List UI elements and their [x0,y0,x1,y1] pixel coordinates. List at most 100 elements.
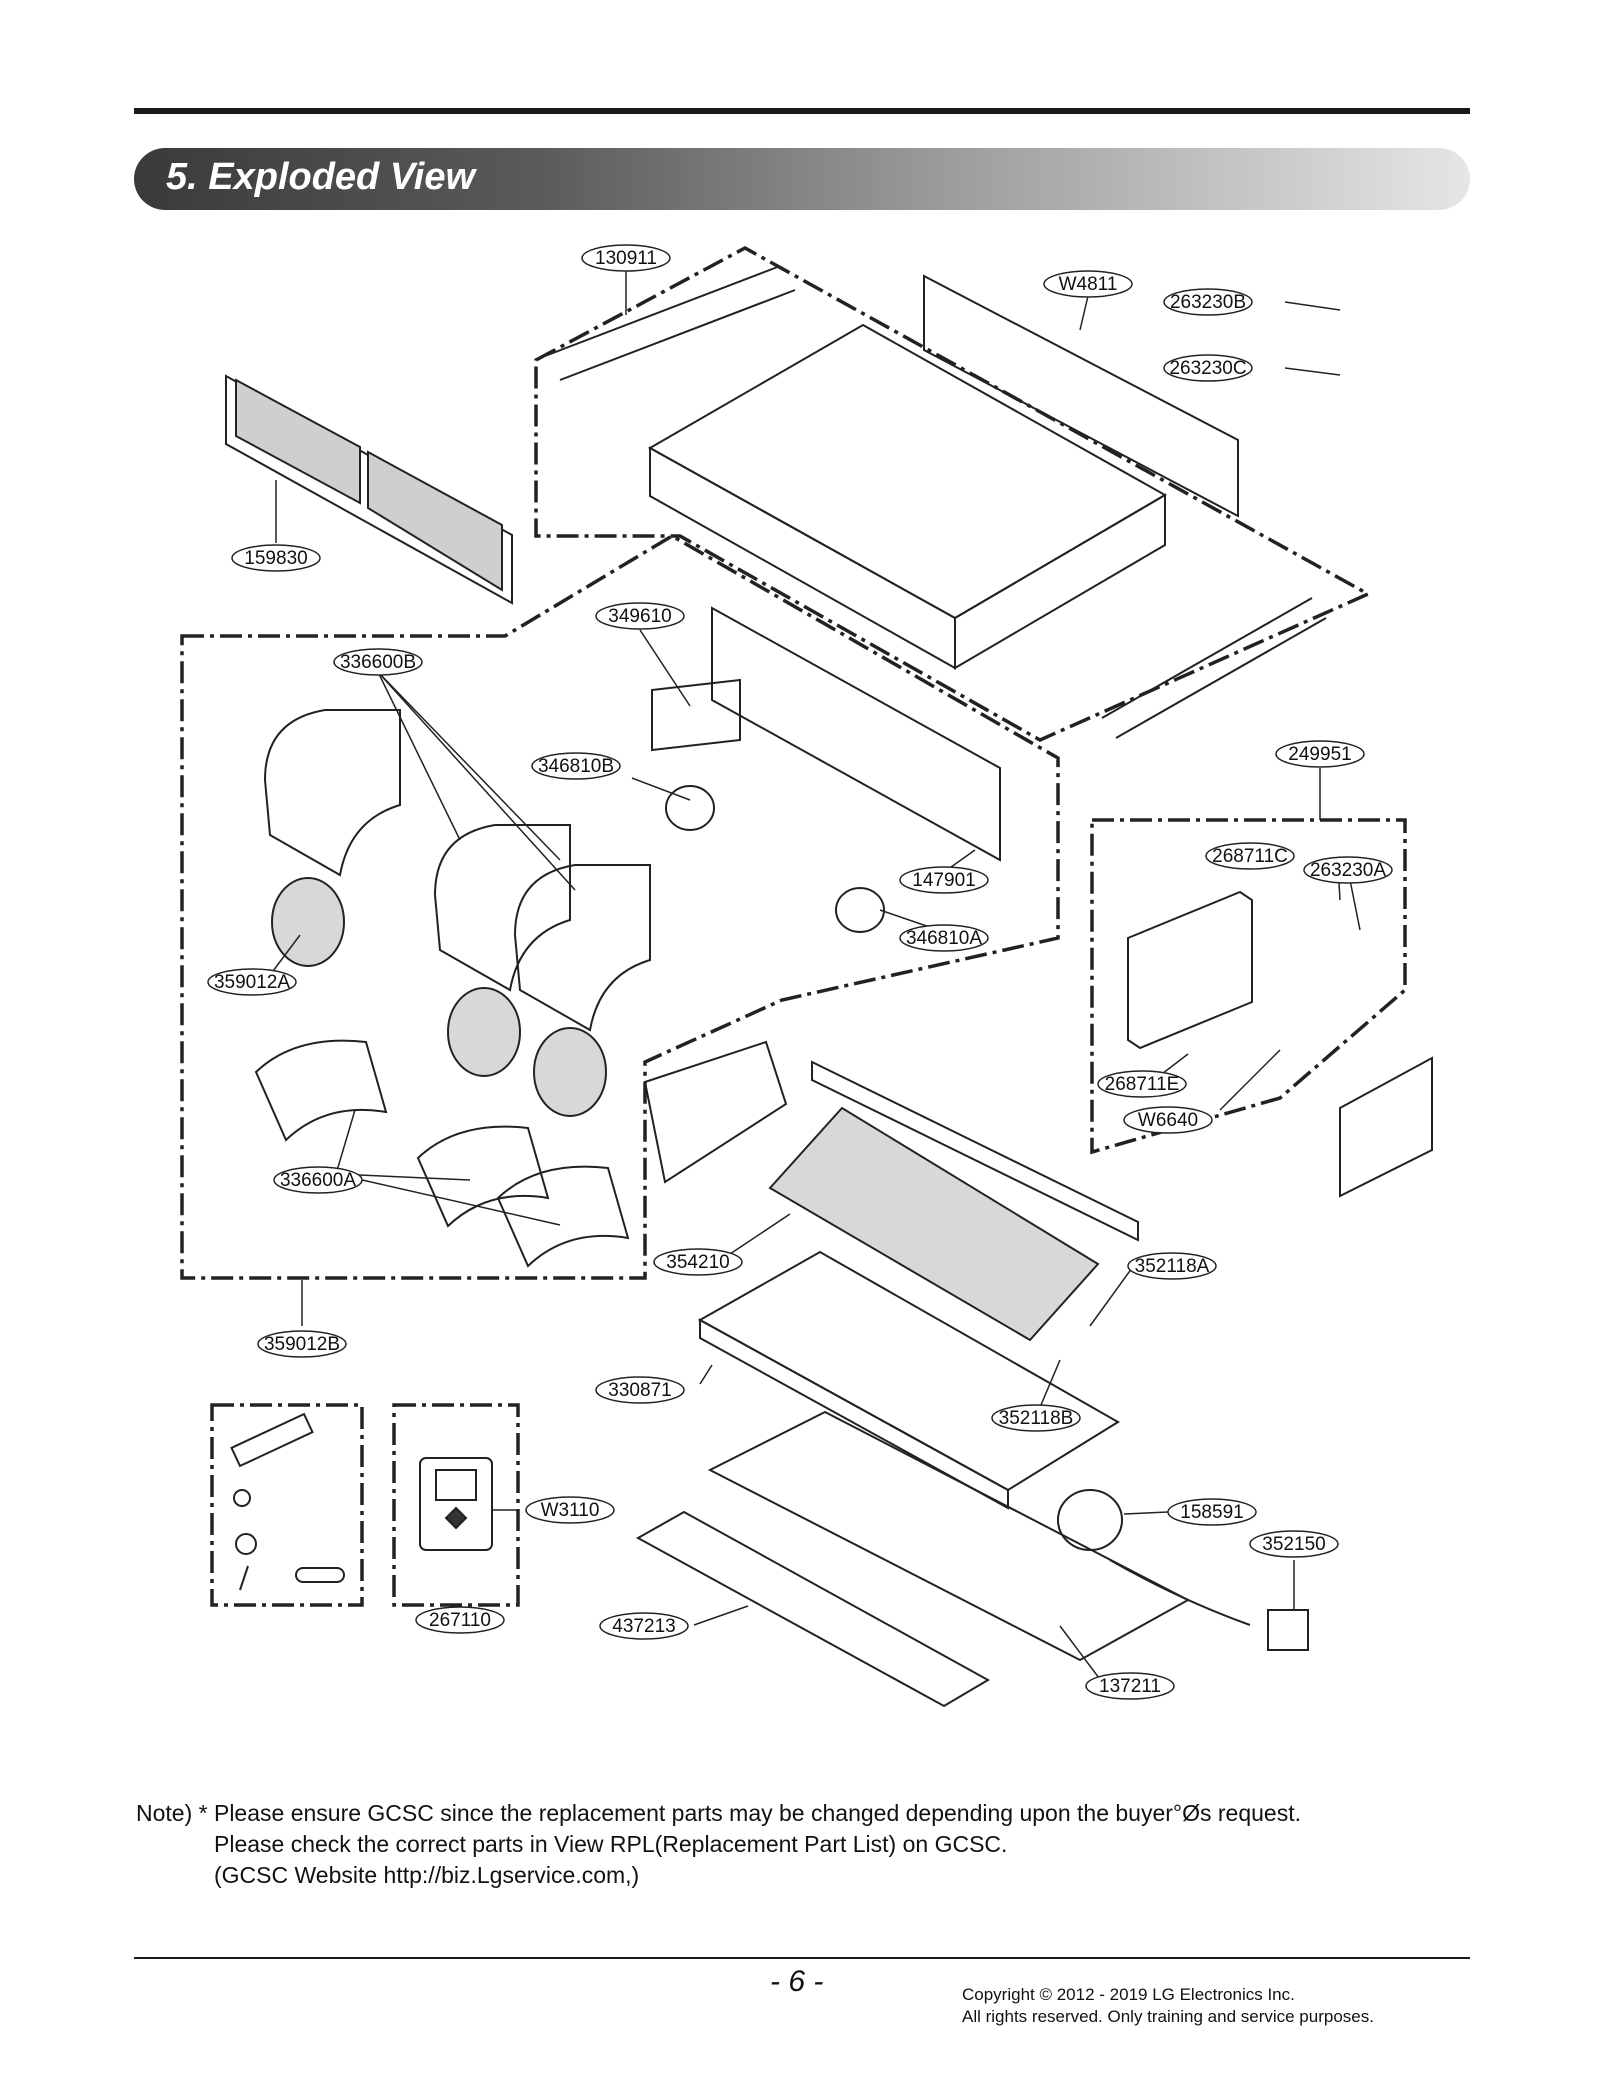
callout-130911: 130911 [581,244,671,272]
callout-bubble [1275,740,1365,768]
callout-bubble [1303,856,1393,884]
fan-wheels-359012 [271,877,607,1117]
callout-336600B: 336600B [333,648,423,676]
fan-group-boundary [180,533,1060,1280]
callout-label: 330871 [608,1380,671,1401]
note: Note) * Please ensure GCSC since the rep… [136,1798,1301,1891]
callout-263230B: 263230B [1163,288,1253,316]
callout-349610: 349610 [595,602,685,630]
callout-bubble [599,1612,689,1640]
callout-159830: 159830 [231,544,321,572]
callout-bubble [231,544,321,572]
copyright: Copyright © 2012 - 2019 LG Electronics I… [962,1984,1374,2028]
drain-pan-330871 [697,1250,1120,1510]
callout-bubble [899,866,989,894]
callout-bubble [899,924,989,952]
page-number: - 6 - [770,1965,824,1998]
callout-263230A: 263230A [1303,856,1393,884]
callout-label: 354210 [666,1252,729,1273]
bottom-rule [134,1957,1470,1959]
callout-W3110: W3110 [525,1496,615,1524]
callout-label: 352118B [999,1408,1074,1429]
callout-263230C: 263230C [1163,354,1253,382]
callout-bubble [1249,1530,1339,1558]
casing-group-boundary [534,246,1372,742]
callout-bubble [1085,1672,1175,1700]
callout-bubble [653,1248,743,1276]
callout-147901: 147901 [899,866,989,894]
callout-268711C: 268711C [1205,842,1295,870]
callout-label: 268711E [1105,1074,1180,1095]
air-filter-159830 [225,374,513,605]
callout-346810A: 346810A [899,924,989,952]
callout-bubble [531,752,621,780]
callout-bubble [415,1606,505,1634]
callout-bubble [1127,1252,1217,1280]
callout-bubble [1205,842,1295,870]
callout-137211: 137211 [1085,1672,1175,1700]
drain-pump-158591 [1057,1489,1309,1651]
callout-label: 352150 [1262,1534,1325,1555]
callout-label: 349610 [608,606,671,627]
callout-W6640: W6640 [1123,1106,1213,1134]
accessory-kit-items [230,1412,345,1591]
callout-bubble [581,244,671,272]
callout-437213: 437213 [599,1612,689,1640]
callout-label: 159830 [244,548,307,569]
callout-label: 346810B [538,756,614,777]
callout-267110: 267110 [415,1606,505,1634]
callout-label: 336600B [340,652,416,673]
callout-bubble [595,602,685,630]
callout-bubble [991,1404,1081,1432]
panel-437213 [635,1510,991,1708]
callout-label: 346810A [906,928,982,949]
note-line-3: (GCSC Website http://biz.Lgservice.com,) [214,1862,640,1888]
callout-346810B: 346810B [531,752,621,780]
callout-268711E: 268711E [1097,1070,1187,1098]
callout-W4811: W4811 [1043,270,1133,298]
fan-housings-lower-336600A [254,1039,630,1268]
callout-label: 352118A [1135,1256,1210,1277]
callout-label: 267110 [429,1610,491,1631]
callout-bubble [333,648,423,676]
remote-kit-boundary [392,1403,520,1607]
callout-158591: 158591 [1167,1498,1257,1526]
callout-label: 336600A [280,1170,356,1191]
callout-359012B: 359012B [257,1330,347,1358]
callout-bubble [1043,270,1133,298]
callout-bubble [1123,1106,1213,1134]
callout-label: 263230C [1169,358,1246,379]
callout-label: 359012A [214,972,290,993]
callout-bubble [1163,288,1253,316]
callout-label: 263230A [1310,860,1386,881]
callout-label: 249951 [1288,744,1351,765]
callout-label: W4811 [1059,274,1118,295]
partition-147901 [711,606,1001,862]
leader-lines [269,270,1361,1683]
callout-352150: 352150 [1249,1530,1339,1558]
evaporator-coil-354210 [643,1040,1139,1342]
callout-label: W6640 [1138,1110,1198,1131]
fan-housings-336600B [263,709,651,1032]
callout-label: 359012B [264,1334,340,1355]
callout-label: 263230B [1170,292,1246,313]
note-line-1: Note) * Please ensure GCSC since the rep… [136,1800,1301,1826]
callout-359012A: 359012A [207,968,297,996]
callout-330871: 330871 [595,1376,685,1404]
callout-354210: 354210 [653,1248,743,1276]
callout-label: 137211 [1099,1676,1161,1697]
callout-336600A: 336600A [273,1166,363,1194]
callout-bubble [1163,354,1253,382]
callout-bubble [1097,1070,1187,1098]
callout-label: 147901 [912,870,975,891]
control-box-249951 [1127,890,1433,1198]
callout-label: 437213 [612,1616,675,1637]
callout-bubble [1167,1498,1257,1526]
mount-349610 [651,678,741,752]
callout-352118B: 352118B [991,1404,1081,1432]
callout-bubble [525,1496,615,1524]
cabinet-130911 [544,265,1327,739]
rear-panel-W4811 [923,274,1239,518]
